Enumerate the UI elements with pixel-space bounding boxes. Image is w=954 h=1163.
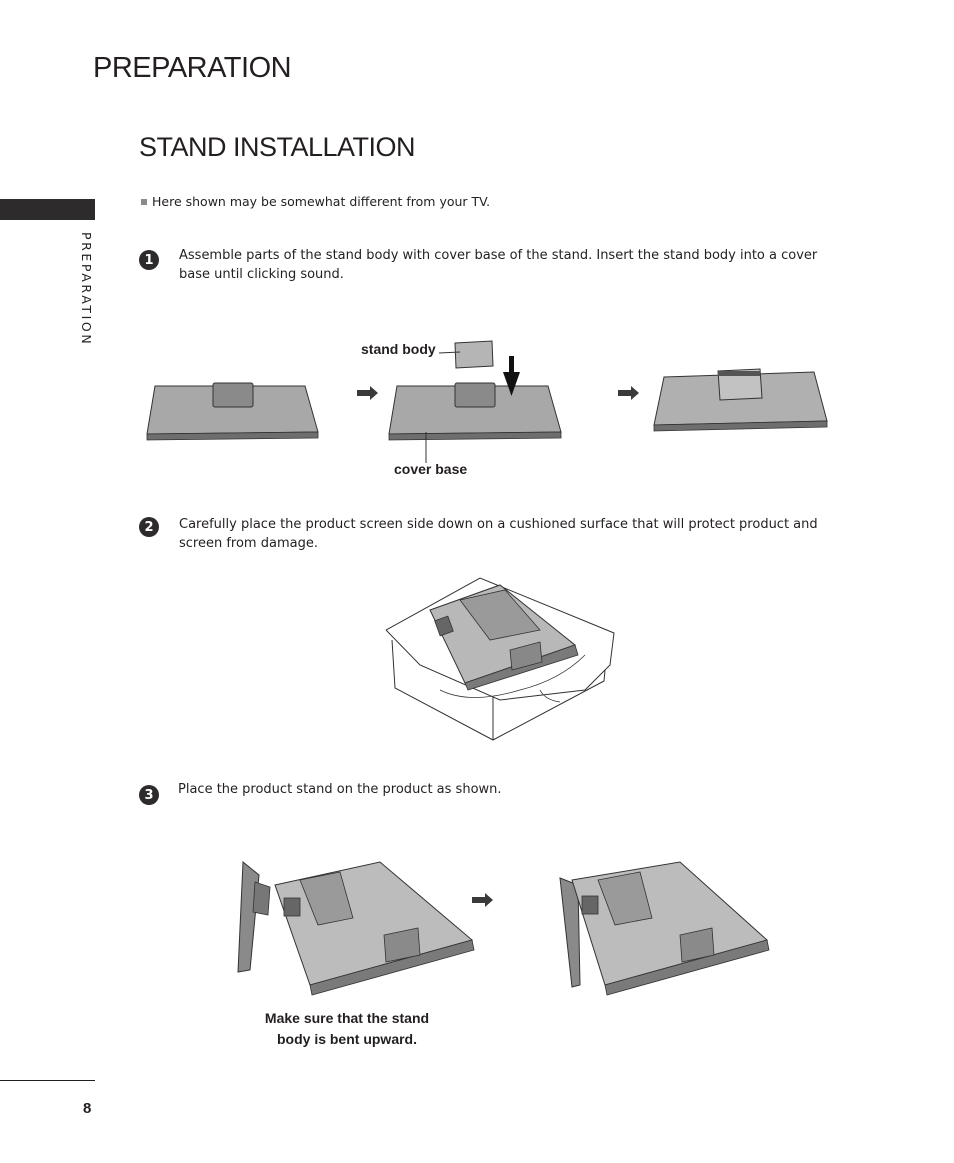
side-tab-marker bbox=[0, 199, 95, 220]
cover-base-illustration-center bbox=[388, 382, 562, 463]
step-3-number: 3 bbox=[139, 785, 159, 805]
section-title: STAND INSTALLATION bbox=[139, 132, 416, 162]
cover-base-illustration-left bbox=[146, 382, 319, 441]
stand-body-illustration bbox=[438, 340, 494, 369]
step-2-number: 2 bbox=[139, 517, 159, 537]
step-1-number: 1 bbox=[139, 250, 159, 270]
note: Here shown may be somewhat different fro… bbox=[141, 194, 490, 209]
footer-rule bbox=[0, 1080, 95, 1081]
cover-base-illustration-right bbox=[653, 368, 828, 432]
page-number: 8 bbox=[83, 1100, 92, 1117]
cover-base-label: cover base bbox=[394, 461, 468, 477]
arrow-right-icon bbox=[472, 893, 493, 907]
step-3-text: Place the product stand on the product a… bbox=[178, 782, 502, 797]
figure-3-caption: Make sure that the stand body is bent up… bbox=[264, 1010, 430, 1047]
arrow-right-icon bbox=[618, 386, 639, 400]
tv-with-stand-before bbox=[237, 860, 475, 996]
stand-body-label: stand body bbox=[361, 341, 436, 357]
arrow-right-icon bbox=[357, 386, 378, 400]
side-section-label: PREPARATION bbox=[79, 232, 94, 347]
arrow-down-icon bbox=[503, 356, 520, 396]
tv-with-stand-after bbox=[559, 861, 770, 996]
note-text: Here shown may be somewhat different fro… bbox=[152, 194, 491, 209]
page-title: PREPARATION bbox=[93, 52, 292, 84]
step-2-text: Carefully place the product screen side … bbox=[179, 517, 818, 551]
step-1-text: Assemble parts of the stand body with co… bbox=[179, 248, 818, 282]
bullet-square-icon bbox=[141, 198, 147, 205]
